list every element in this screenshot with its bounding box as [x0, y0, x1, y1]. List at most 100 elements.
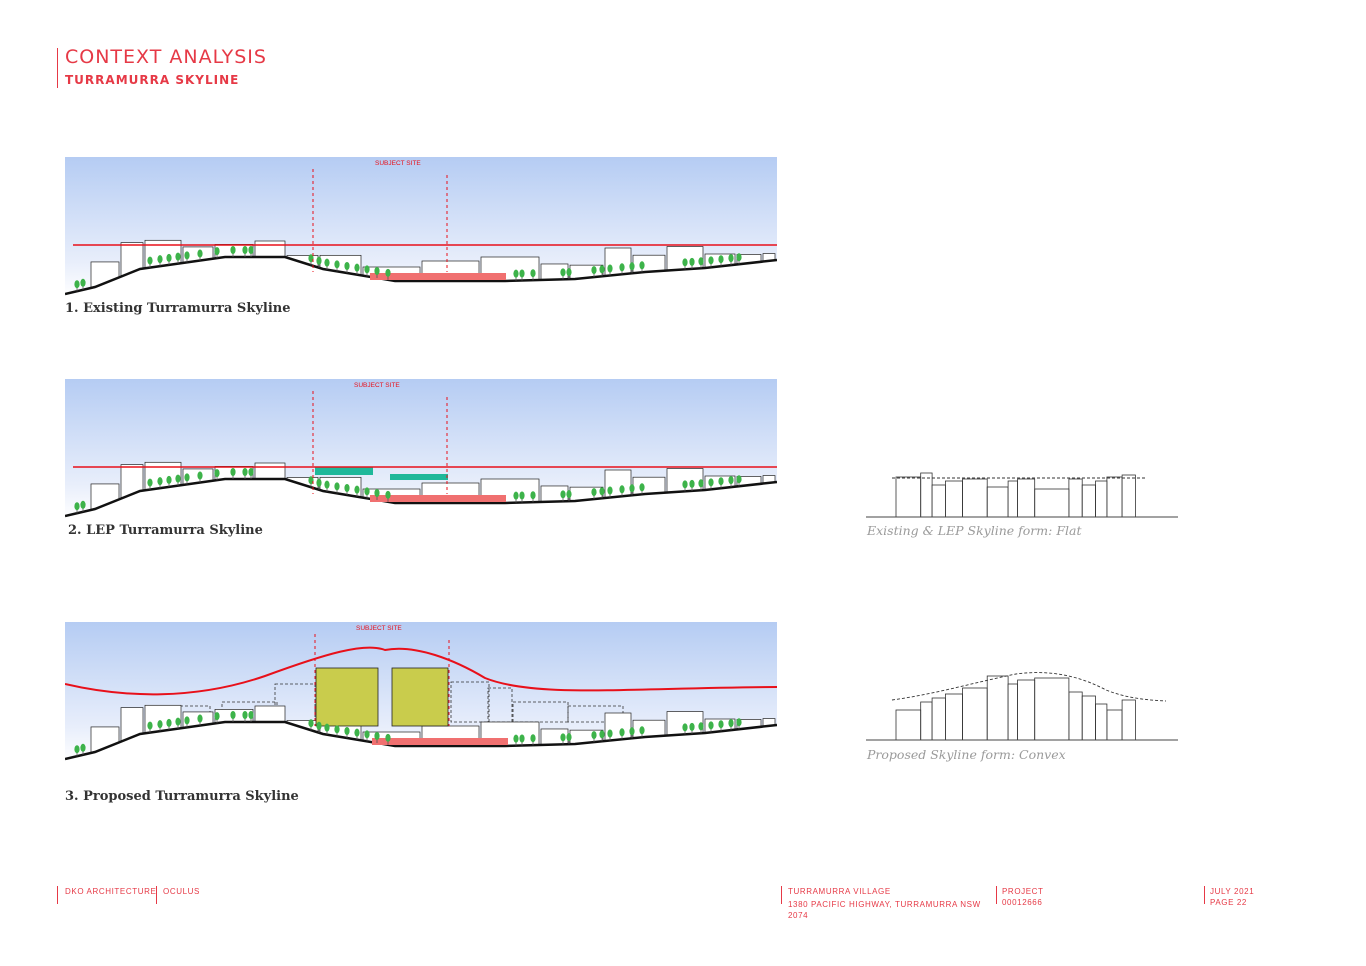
form-building-outline [1007, 480, 1019, 518]
form-building-outline [1121, 699, 1136, 741]
form-building-outline [920, 472, 933, 518]
footer-project-name: TURRAMURRA VILLAGE [788, 887, 891, 896]
lep-envelope-east [390, 474, 448, 480]
tree-icon [708, 721, 714, 733]
tree-icon [682, 258, 688, 270]
trees-group [74, 711, 742, 757]
tree-icon [708, 478, 714, 490]
footer-divider [781, 886, 782, 904]
tree-icon [248, 711, 254, 722]
tree-icon [344, 484, 350, 495]
tree-icon [607, 264, 613, 276]
building-outline [254, 705, 286, 723]
tree-icon [607, 486, 613, 498]
tree-icon [513, 269, 519, 281]
tree-icon [354, 263, 360, 275]
tree-icon [324, 480, 330, 492]
tree-icon [324, 258, 330, 270]
tree-icon [214, 469, 220, 481]
tree-icon [157, 255, 163, 267]
tree-icon [230, 711, 236, 722]
form-building-outline [1095, 703, 1108, 741]
tree-icon [591, 731, 597, 743]
tree-icon [639, 261, 645, 273]
tree-icon [698, 722, 704, 734]
section-2-caption: 2. LEP Turramurra Skyline [68, 523, 263, 538]
form-building-outline [945, 480, 963, 518]
tree-icon [197, 714, 203, 726]
tree-icon [599, 487, 605, 499]
terrain-line [65, 720, 777, 761]
tree-icon [639, 726, 645, 738]
future-envelope [450, 681, 490, 723]
trees-group [74, 246, 742, 292]
tree-icon [344, 727, 350, 738]
tree-icon [566, 733, 572, 745]
convex-skyline-form [866, 672, 1178, 741]
tree-icon [619, 263, 625, 275]
form-building-outline [931, 697, 946, 741]
building-outline [254, 240, 286, 258]
tree-icon [214, 247, 220, 259]
existing-skyline-diagram: SUBJECT SITE [65, 157, 777, 297]
tree-icon [591, 488, 597, 500]
tree-icon [718, 477, 724, 489]
tree-icon [519, 491, 525, 503]
tree-icon [334, 260, 340, 272]
terrain-line [65, 477, 777, 518]
page-title: CONTEXT ANALYSIS [65, 46, 267, 68]
tree-icon [530, 491, 536, 503]
tree-icon [184, 251, 190, 263]
tree-icon [80, 743, 86, 755]
tree-icon [374, 732, 380, 743]
lep-envelope-west [315, 467, 373, 475]
form-building-outline [920, 701, 933, 741]
tree-icon [175, 252, 181, 264]
tree-icon [157, 477, 163, 489]
tree-icon [591, 266, 597, 278]
form-building-outline [1068, 691, 1083, 741]
tree-icon [385, 733, 391, 745]
footer-firm: DKO ARCHITECTURE [65, 887, 157, 896]
tree-icon [316, 478, 322, 490]
tree-icon [385, 268, 391, 280]
tree-icon [718, 255, 724, 267]
tree-icon [619, 728, 625, 740]
tree-icon [80, 500, 86, 512]
footer-address-line1: 1380 PACIFIC HIGHWAY, TURRAMURRA NSW [788, 900, 981, 909]
tree-icon [197, 249, 203, 261]
tree-icon [689, 479, 695, 491]
form-building-outline [1034, 488, 1070, 518]
footer-project-number-block: PROJECT 00012666 [1002, 886, 1044, 908]
tree-icon [166, 475, 172, 487]
form-building-outline [1068, 478, 1083, 518]
tree-icon [513, 491, 519, 503]
existing-skyline-section: SUBJECT SITE [65, 157, 777, 297]
tree-icon [560, 490, 566, 502]
form-building-outline [895, 476, 922, 518]
tree-icon [308, 476, 314, 488]
page-subtitle: TURRAMURRA SKYLINE [65, 73, 240, 87]
tree-icon [308, 719, 314, 731]
footer-date: JULY 2021 [1210, 887, 1255, 896]
form-building-outline [962, 478, 988, 518]
proposed-skyline-diagram: SUBJECT SITE [65, 622, 777, 762]
form-building-outline [931, 484, 946, 518]
form-building-outline [986, 675, 1009, 741]
tree-icon [214, 712, 220, 724]
tree-icon [197, 471, 203, 483]
tree-icon [708, 256, 714, 268]
proposed-tower-east [391, 667, 449, 727]
proposed-skyline-curve [65, 646, 777, 696]
form-building-outline [1106, 476, 1123, 518]
tree-icon [364, 730, 370, 742]
section-1-caption: 1. Existing Turramurra Skyline [65, 301, 291, 316]
tree-icon [566, 268, 572, 280]
form-building-outline [1034, 677, 1070, 741]
footer-divider [156, 886, 157, 904]
form-building-outline [1007, 683, 1019, 741]
building-outline [480, 721, 540, 747]
tree-icon [519, 734, 525, 746]
tree-icon [519, 269, 525, 281]
subject-site-podium [372, 738, 508, 745]
